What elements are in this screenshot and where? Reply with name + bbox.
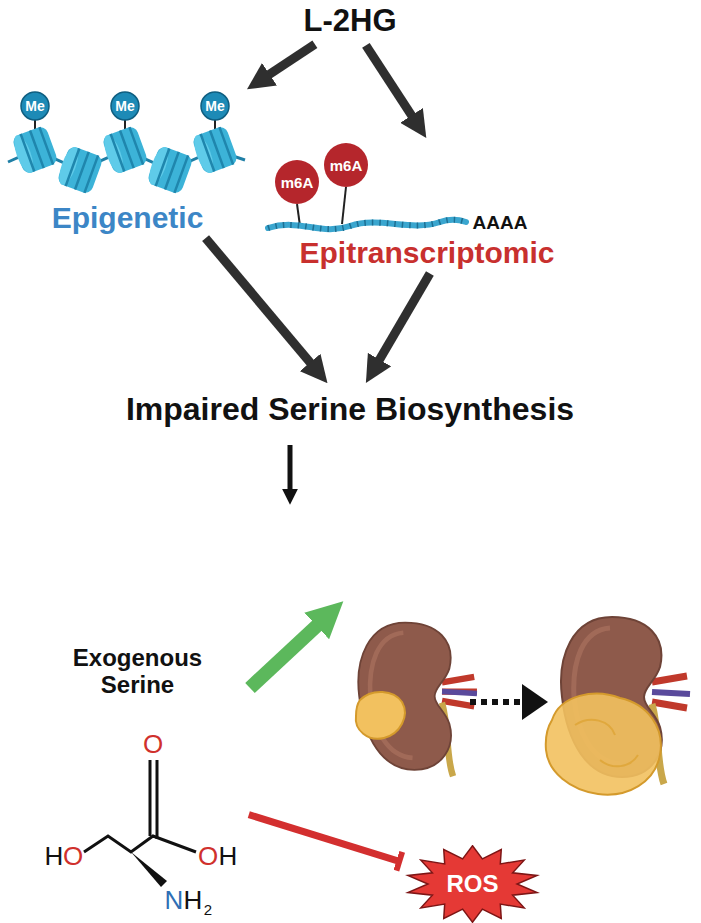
atom-label: H xyxy=(184,887,203,913)
atom-label: O xyxy=(63,843,83,869)
serine-bonds xyxy=(84,760,196,852)
node-text: ROS xyxy=(446,871,498,898)
flow-arrow xyxy=(377,274,430,365)
m6a-mark: m6A xyxy=(330,158,363,173)
methyl-mark: Me xyxy=(205,99,224,113)
flow-arrow xyxy=(206,238,314,367)
down-arrow xyxy=(288,445,293,492)
atom-label: O xyxy=(198,843,218,869)
node-text: Epigenetic xyxy=(52,201,204,235)
source-metabolite: L-2HG xyxy=(290,0,410,42)
inhibition-line xyxy=(249,815,399,862)
node-text: Epitranscriptomic xyxy=(299,236,554,270)
progression-arrowhead xyxy=(522,684,548,720)
progression-arrow xyxy=(470,699,522,705)
atom-label: H xyxy=(45,843,64,869)
mrna-strand xyxy=(268,143,466,229)
nucleosome-chain xyxy=(8,92,245,195)
m6a-mark: m6A xyxy=(281,175,314,190)
growth-arrow xyxy=(250,621,322,688)
small-tumor xyxy=(356,692,405,739)
flow-arrow xyxy=(265,44,315,77)
outcome-statement: Impaired Serine Biosynthesis xyxy=(80,385,620,435)
polya-tail: AAAA xyxy=(473,213,528,232)
epitranscriptomic-mechanism: Epitranscriptomic xyxy=(262,140,592,270)
ros-burst: ROS xyxy=(405,845,540,923)
flow-arrow xyxy=(366,45,415,120)
serine-supplement: Exogenous Serine xyxy=(30,645,245,915)
methyl-mark: Me xyxy=(115,99,134,113)
large-tumor xyxy=(546,694,661,795)
node-text: L-2HG xyxy=(304,4,397,39)
atom-label: H xyxy=(219,843,238,869)
tumor-texture xyxy=(575,720,638,767)
node-text: Exogenous Serine xyxy=(53,645,223,699)
atom-label: N xyxy=(165,887,184,913)
node-text: Impaired Serine Biosynthesis xyxy=(126,392,574,428)
atom-subscript: 2 xyxy=(204,902,212,917)
serine-wedge-bond xyxy=(131,852,167,887)
atom-label: O xyxy=(143,731,163,757)
methyl-mark: Me xyxy=(25,99,44,113)
